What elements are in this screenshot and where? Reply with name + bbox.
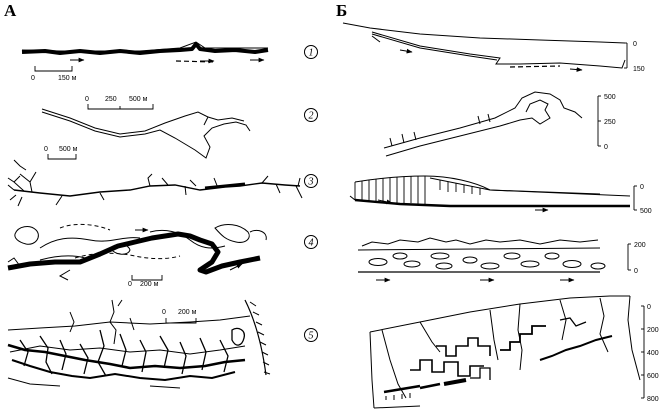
plan-row4 (7, 223, 267, 281)
svg-text:200: 200 (647, 327, 659, 334)
row-number-4: 4 (304, 235, 318, 249)
plan-row5 (7, 299, 271, 389)
svg-text:0: 0 (31, 75, 35, 82)
panel-label-a: А (4, 1, 17, 20)
svg-text:0: 0 (633, 41, 637, 48)
plan-row1 (21, 41, 269, 64)
svg-text:250: 250 (604, 119, 616, 126)
svg-text:0: 0 (44, 146, 48, 153)
row-number-2: 2 (304, 108, 318, 122)
profile-row2 (383, 91, 583, 157)
row-number-3: 3 (304, 174, 318, 188)
profile-row3 (349, 175, 631, 213)
svg-text:4: 4 (309, 238, 314, 249)
svg-text:800: 800 (647, 396, 659, 403)
svg-text:150: 150 (633, 66, 645, 73)
svg-text:500 м: 500 м (59, 146, 78, 153)
svg-text:200 м: 200 м (140, 281, 159, 288)
svg-text:500: 500 (604, 94, 616, 101)
scale-bar-row2: 0 250 500 м (85, 96, 154, 110)
svg-text:0: 0 (647, 304, 651, 311)
axis-row5: 0 200 400 600 800 (641, 304, 659, 403)
svg-text:3: 3 (308, 177, 314, 188)
plan-row2 (41, 108, 251, 159)
svg-text:250: 250 (105, 96, 117, 103)
svg-text:400: 400 (647, 350, 659, 357)
svg-text:5: 5 (309, 331, 314, 342)
svg-text:150 м: 150 м (58, 75, 77, 82)
axis-row1: 0 150 (624, 41, 645, 73)
axis-row2: 500 250 0 (597, 94, 616, 151)
svg-text:600: 600 (647, 373, 659, 380)
profile-row4 (357, 237, 606, 283)
svg-text:500 м: 500 м (129, 96, 148, 103)
row-number-1: 1 (304, 45, 318, 59)
scale-bar-row4: 0 200 м (128, 275, 163, 288)
svg-text:2: 2 (309, 111, 314, 122)
axis-row4: 200 0 (627, 242, 646, 275)
svg-text:0: 0 (604, 144, 608, 151)
svg-text:0: 0 (634, 268, 638, 275)
svg-text:200 м: 200 м (178, 309, 197, 316)
row-number-5: 5 (304, 328, 318, 342)
svg-text:0: 0 (640, 184, 644, 191)
plan-row3 (7, 159, 303, 207)
axis-row3: 0 500 (633, 184, 652, 215)
svg-text:200: 200 (634, 242, 646, 249)
profile-row5 (369, 295, 641, 409)
scale-bar-row5: 0 200 м (162, 309, 197, 324)
svg-text:0: 0 (128, 281, 132, 288)
panel-label-b: Б (336, 1, 347, 20)
scale-bar-row3: 0 500 м (44, 146, 78, 160)
profile-row1 (342, 22, 626, 72)
scale-bar-row1: 0 150 м (31, 66, 77, 82)
svg-text:500: 500 (640, 208, 652, 215)
svg-text:0: 0 (162, 309, 166, 316)
svg-text:1: 1 (309, 48, 314, 59)
svg-text:0: 0 (85, 96, 89, 103)
